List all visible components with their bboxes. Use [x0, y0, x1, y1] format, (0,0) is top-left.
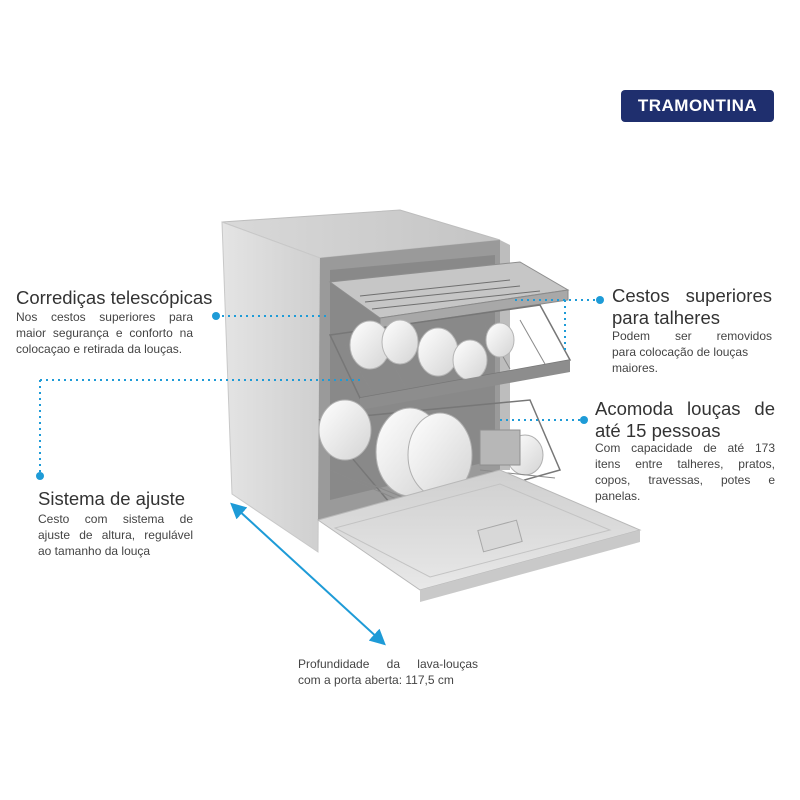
upper-baskets-title: Cestos superiores para talheres [612, 285, 772, 329]
capacity-line: panelas. [595, 489, 641, 503]
upper-baskets-title-line: Cestos superiores [612, 285, 772, 306]
adjust-description: Cesto com sistema de ajuste de altura, r… [38, 511, 193, 559]
callout-dot-capacity [580, 416, 588, 424]
capacity-line: copos, travessas, potes e [595, 473, 775, 487]
connector-lines [39, 299, 598, 475]
capacity-title: Acomoda louças de até 15 pessoas [595, 398, 775, 442]
cabinet-side [221, 221, 321, 553]
telescopic-line: colocaçao e retirada da louças. [16, 342, 183, 356]
upper-baskets-description: Podem ser removidos para colocação de lo… [612, 328, 772, 376]
depth-line: com a porta aberta: 117,5 cm [298, 673, 454, 687]
callout-dot-adjust [36, 472, 44, 480]
telescopic-description: Nos cestos superiores para maior seguran… [16, 309, 193, 357]
adjust-title: Sistema de ajuste [38, 488, 186, 509]
callout-dot-upper-baskets [596, 296, 604, 304]
upper-baskets-title-line: para talheres [612, 307, 720, 328]
telescopic-line: Nos cestos superiores para [16, 310, 193, 324]
adjust-line: Cesto com sistema de [38, 512, 193, 526]
capacity-line: Com capacidade de até 173 [595, 441, 775, 455]
upper-baskets-line: para colocação de louças [612, 345, 749, 359]
capacity-line: itens entre talheres, pratos, [595, 457, 775, 471]
telescopic-line: maior segurança e conforto na [16, 326, 193, 340]
adjust-line: ao tamanho da louça [38, 544, 151, 558]
lower-basket [318, 399, 562, 516]
callout-dot-telescopic [212, 312, 220, 320]
upper-baskets-line: maiores. [612, 361, 659, 375]
depth-description: Profundidade da lava-louças com a porta … [298, 656, 478, 688]
capacity-title-line: até 15 pessoas [595, 420, 721, 441]
tramontina-logo: TRAMONTINA [621, 90, 774, 122]
telescopic-title: Corrediças telescópicas [16, 287, 213, 308]
capacity-description: Com capacidade de até 173 itens entre ta… [595, 440, 775, 504]
depth-line: Profundidade da lava-louças [298, 657, 478, 671]
adjust-line: ajuste de altura, regulável [38, 528, 193, 542]
capacity-title-line: Acomoda louças de [595, 398, 775, 419]
depth-arrow [230, 502, 386, 646]
upper-baskets-line: Podem ser removidos [612, 329, 772, 343]
